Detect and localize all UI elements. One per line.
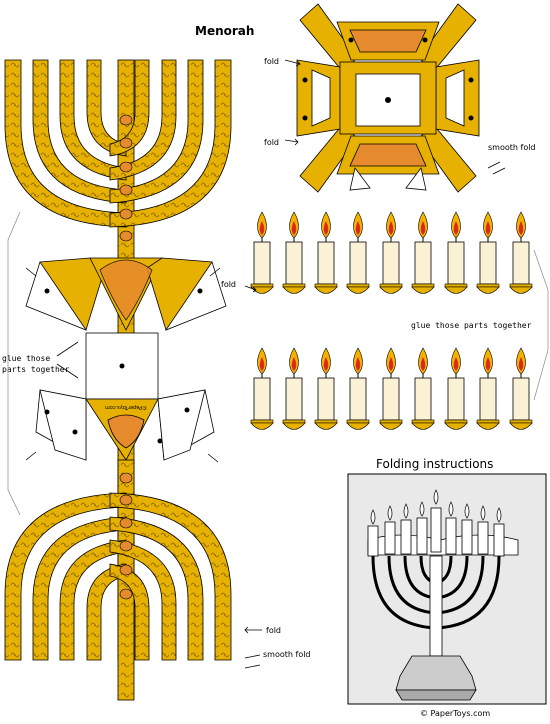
fold-label-top-2: fold <box>264 138 280 147</box>
watermark-text: ©PaperToys.com <box>105 404 147 411</box>
instructions-illustration <box>367 507 519 701</box>
stem-bottom-bulbs <box>119 472 133 600</box>
fold-label-top-1: fold <box>264 57 280 66</box>
page-title: Menorah <box>195 24 255 38</box>
instructions-flames <box>370 489 502 525</box>
folding-instructions-title: Folding instructions <box>376 457 494 471</box>
stem-top-bulbs <box>119 114 133 242</box>
candles-row-2 <box>250 347 533 430</box>
fold-label-bottom: fold <box>266 626 282 635</box>
base-net <box>25 257 227 461</box>
branches-bottom <box>4 459 232 701</box>
arrows <box>25 59 506 669</box>
fold-label-candles: fold <box>221 280 237 289</box>
glue-bracket-candles <box>533 249 549 401</box>
footer-credit: © PaperToys.com <box>420 709 491 718</box>
glue-label-left-1: glue those <box>2 354 51 363</box>
base-net-dots <box>44 288 203 444</box>
glue-label-candles: glue those parts together <box>411 321 532 330</box>
candles-row-1 <box>250 211 533 294</box>
glue-bracket-left <box>7 211 21 516</box>
glue-label-left-2: parts together <box>2 365 70 374</box>
smooth-fold-label-bottom: smooth fold <box>263 650 311 659</box>
box-net-dots <box>302 37 474 121</box>
smooth-fold-label-top: smooth fold <box>488 143 536 152</box>
box-net <box>296 3 480 193</box>
